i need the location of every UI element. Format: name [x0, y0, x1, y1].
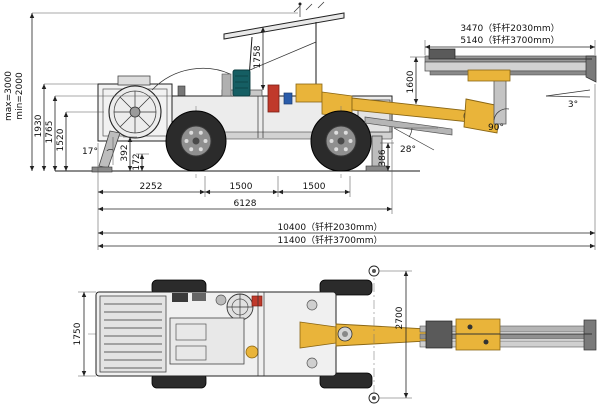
boom [351, 71, 507, 136]
antenna-icon [298, 2, 302, 6]
dim-10400-label: 10400（钎杆2030mm） [277, 221, 382, 233]
top-view [88, 265, 598, 404]
dim-1765-label: 1765 [45, 121, 55, 144]
dim-11400-label: 11400（钎杆3700mm） [277, 234, 382, 246]
angle-3-label: 3° [568, 100, 578, 110]
centralizer-top [583, 319, 597, 351]
dim-6128-label: 6128 [234, 199, 257, 209]
rod-magazine [267, 84, 280, 113]
rear-wheel [310, 106, 372, 178]
engine-compartment [99, 295, 167, 373]
power-pack [221, 69, 353, 119]
dim-1758-label: 1758 [253, 45, 263, 68]
dim-392-label: 392 [120, 144, 130, 161]
top-boom [335, 323, 429, 347]
canopy [223, 1, 345, 93]
rock-drill-top [425, 320, 453, 349]
dim-1750-label: 1750 [73, 322, 83, 345]
side-view-dimensions: 3470（钎杆2030mm） 5140（钎杆3700mm） 1600 1758 … [4, 12, 596, 250]
angle-17-label: 17° [82, 147, 98, 157]
dim-1600-label: 1600 [406, 70, 416, 93]
rock-drill [428, 48, 456, 60]
top-tires [151, 279, 373, 389]
dim-max3000-label: max=3000 [4, 71, 14, 121]
top-view-dimensions: 1750 2700 [73, 270, 412, 399]
exhaust-pipe [177, 85, 186, 97]
top-body [95, 291, 337, 377]
dim-2252-label: 2252 [140, 182, 163, 192]
dim-1520-label: 1520 [56, 128, 66, 151]
valve-block [283, 92, 293, 105]
angle-28-label: 28° [400, 145, 416, 155]
top-outriggers [368, 265, 380, 404]
dim-5140-label: 5140（钎杆3700mm） [460, 34, 559, 46]
dim-3470-label: 3470（钎杆2030mm） [460, 22, 559, 34]
electric-motor [232, 69, 251, 97]
dim-386-label: 386 [378, 149, 388, 166]
dim-1500b-label: 1500 [303, 182, 326, 192]
feed-carriage [467, 69, 511, 82]
boom-cylinder [364, 116, 453, 136]
dim-2700-label: 2700 [395, 306, 405, 329]
front-wheel [165, 106, 227, 178]
top-drill-feed [419, 318, 597, 351]
dim-172-label: 172 [132, 153, 142, 170]
centralizer [585, 55, 597, 83]
dim-1500a-label: 1500 [230, 182, 253, 192]
side-view [55, 1, 597, 178]
dim-min2000-label: min=2000 [15, 72, 25, 120]
drill-feed [424, 48, 597, 83]
dim-1930-label: 1930 [34, 114, 44, 137]
hydraulic-hose [151, 68, 231, 91]
angle-90-label: 90° [488, 123, 504, 133]
boom-head [463, 98, 501, 134]
boom-mount [295, 83, 323, 103]
